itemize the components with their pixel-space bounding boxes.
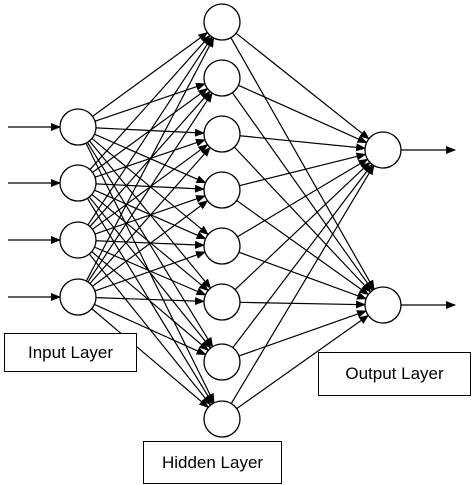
input-hidden-edge <box>94 251 206 292</box>
connections <box>85 32 375 410</box>
hidden-output-edge <box>238 251 368 300</box>
hidden-output-edge <box>236 314 370 410</box>
input-neuron <box>59 278 97 316</box>
input-neuron <box>59 108 97 146</box>
input-hidden-edge <box>86 142 214 348</box>
output-layer-label: Output Layer <box>318 352 471 396</box>
hidden-output-edge <box>231 92 374 292</box>
input-hidden-edge <box>94 303 207 356</box>
input-hidden-edge <box>91 308 210 409</box>
input-hidden-edge <box>92 32 209 117</box>
hidden-output-edge <box>238 84 368 144</box>
hidden-neuron <box>203 59 241 97</box>
hidden-output-edge <box>238 310 367 357</box>
input-hidden-edge <box>85 37 215 282</box>
hidden-layer-label: Hidden Layer <box>143 441 282 484</box>
neurons <box>59 3 402 438</box>
hidden-output-edge <box>239 135 367 152</box>
input-hidden-edge <box>89 34 211 170</box>
input-hidden-edge <box>88 196 212 349</box>
input-layer-label: Input Layer <box>4 333 137 372</box>
output-neuron <box>364 131 402 169</box>
hidden-output-edge <box>230 164 375 404</box>
hidden-output-edge <box>230 37 375 291</box>
hidden-output-edge <box>236 199 370 296</box>
input-hidden-edge <box>89 146 211 284</box>
hidden-neuron <box>203 3 241 41</box>
hidden-neuron <box>203 283 241 321</box>
io-arrows <box>8 123 456 309</box>
output-neuron <box>364 286 402 324</box>
hidden-output-edge <box>237 158 369 238</box>
hidden-output-edge <box>239 152 367 187</box>
hidden-output-edge <box>239 300 367 309</box>
input-hidden-edge <box>92 200 209 287</box>
hidden-output-edge <box>233 146 372 293</box>
hidden-neuron <box>203 343 241 381</box>
hidden-output-edge <box>234 161 371 291</box>
hidden-neuron <box>203 227 241 265</box>
hidden-output-edge <box>235 32 370 140</box>
input-neuron <box>59 221 97 259</box>
input-hidden-edge <box>87 36 213 226</box>
input-hidden-edge <box>91 251 210 352</box>
hidden-output-edge <box>232 163 373 349</box>
input-hidden-edge <box>95 297 206 306</box>
hidden-neuron <box>203 400 241 438</box>
hidden-neuron <box>203 115 241 153</box>
hidden-neuron <box>203 171 241 209</box>
input-neuron <box>59 164 97 202</box>
input-hidden-edge <box>87 92 213 283</box>
